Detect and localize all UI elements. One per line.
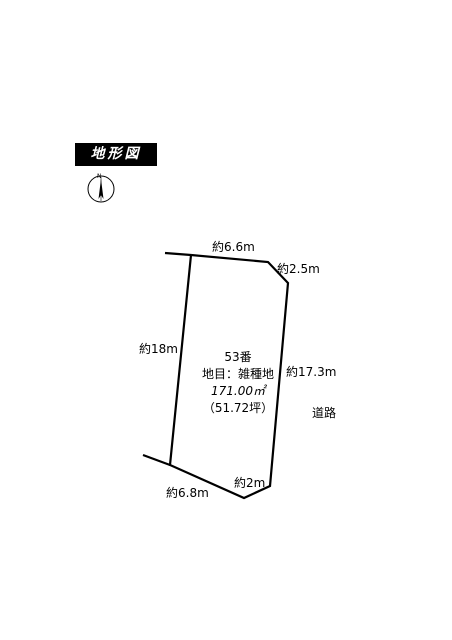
dim-top: 約6.6m	[212, 240, 255, 254]
top-boundary-extension	[164, 251, 192, 257]
lot-number: 53番	[224, 350, 252, 364]
map-title: 地形図	[75, 143, 157, 166]
north-arrow-icon	[87, 175, 115, 203]
lot-area-sqm: 171.00㎡	[211, 384, 265, 398]
lot-category: 地目：雑種地	[201, 367, 274, 381]
lot-area-tsubo: （51.72坪）	[202, 401, 274, 415]
compass: N	[86, 173, 116, 205]
lot-info: 53番 地目：雑種地 171.00㎡ （51.72坪）	[178, 349, 298, 417]
compass-north-label: N	[97, 173, 102, 180]
bottom-boundary-extension	[142, 453, 171, 467]
dim-top-right-corner: 約2.5m	[277, 262, 320, 276]
dim-bottom-right-corner: 約2m	[234, 476, 266, 490]
road-label: 道路	[312, 406, 337, 420]
dim-bottom: 約6.8m	[166, 486, 209, 500]
dim-right: 約17.3m	[286, 365, 337, 379]
dim-left: 約18m	[139, 342, 178, 356]
